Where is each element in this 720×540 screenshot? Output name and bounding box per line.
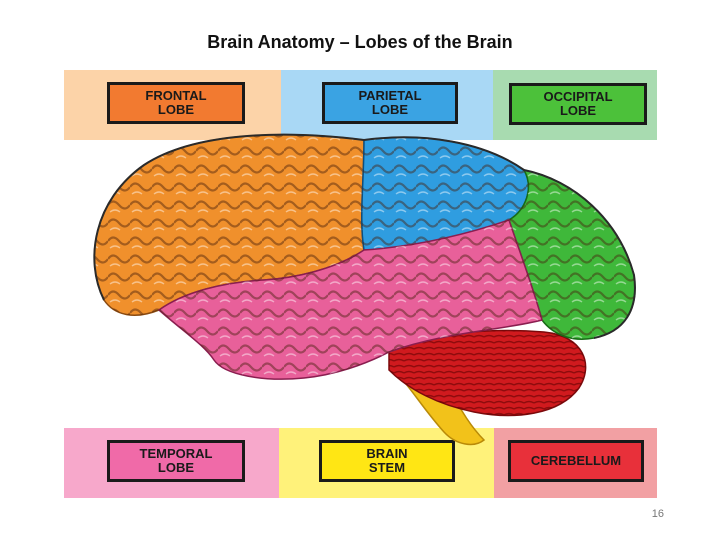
slide-title: Brain Anatomy – Lobes of the Brain bbox=[207, 32, 513, 52]
frontal-lobe-label: FRONTAL LOBE bbox=[107, 82, 245, 124]
brain-illustration bbox=[93, 133, 636, 446]
temporal-lobe-label: TEMPORAL LOBE bbox=[107, 440, 245, 482]
cerebellum-label: CEREBELLUM bbox=[508, 440, 644, 482]
brain-lobes-figure: FRONTAL LOBE PARIETAL LOBE OCCIPITAL LOB… bbox=[64, 70, 657, 498]
page-number: 16 bbox=[651, 508, 664, 520]
brain-stem-label: BRAIN STEM bbox=[319, 440, 455, 482]
occipital-lobe-label: OCCIPITAL LOBE bbox=[509, 83, 647, 125]
parietal-lobe-label: PARIETAL LOBE bbox=[322, 82, 458, 124]
